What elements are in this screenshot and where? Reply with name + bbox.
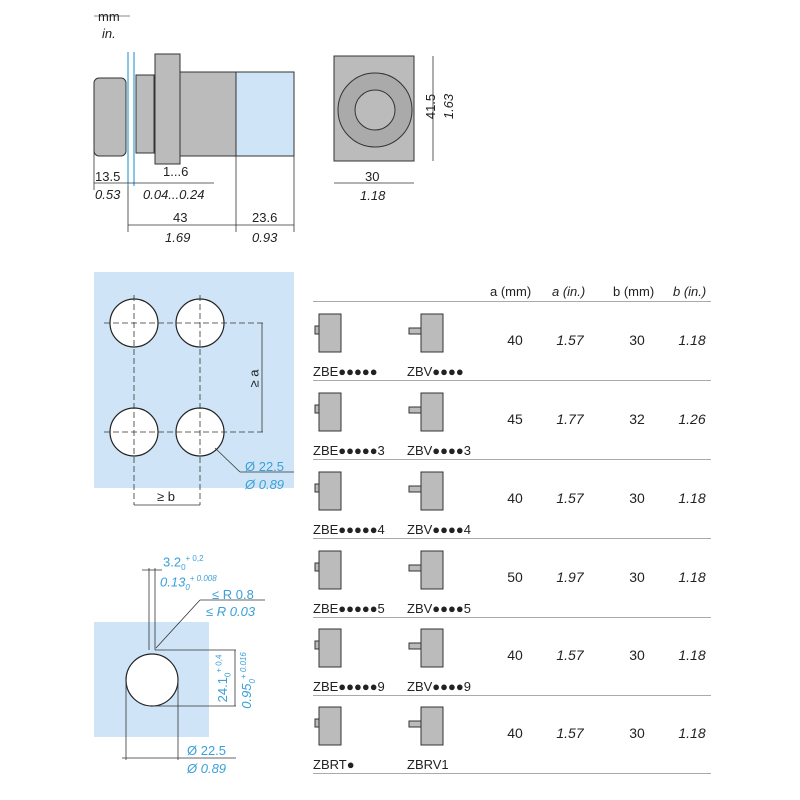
a-mm: 40 xyxy=(507,725,523,741)
header-a-in: a (in.) xyxy=(552,284,586,299)
unit-mm: mm xyxy=(98,9,120,24)
dim-label: 1.18 xyxy=(360,188,386,203)
a-mm: 40 xyxy=(507,490,523,506)
table-row: ZBE●●●●●3 ZBV●●●●3 45 1.77 32 1.26 xyxy=(313,381,711,460)
a-in: 1.97 xyxy=(556,569,584,585)
key-width-mm: 3.20+ 0,2 xyxy=(163,554,204,572)
left-ref: ZBE●●●●●3 xyxy=(313,443,385,458)
dim-label: 23.6 xyxy=(252,210,278,225)
height-mm: 24.10+ 0,4 xyxy=(214,654,233,703)
b-mm: 30 xyxy=(629,490,645,506)
dim-label: Ø 22.5 xyxy=(187,743,227,758)
contact-block-icon xyxy=(408,550,444,590)
front-view-drawing xyxy=(333,55,415,162)
height-in: 0.950+ 0.016 xyxy=(238,652,257,709)
contact-block-icon xyxy=(314,628,342,668)
left-ref: ZBE●●●●●9 xyxy=(313,679,385,694)
dim-label: 0.04...0.24 xyxy=(143,187,205,202)
a-mm: 45 xyxy=(507,411,523,427)
table-row: ZBE●●●●● ZBV●●●● 40 1.57 30 1.18 xyxy=(313,302,711,381)
dim-label: ≥ a xyxy=(246,369,262,388)
contact-block-icon xyxy=(408,392,444,432)
dim-label: 30 xyxy=(365,169,380,184)
b-in: 1.18 xyxy=(678,569,706,585)
a-in: 1.57 xyxy=(556,332,584,348)
left-ref: ZBE●●●●●4 xyxy=(313,522,385,537)
a-mm: 50 xyxy=(507,569,523,585)
a-mm: 40 xyxy=(507,332,523,348)
b-mm: 30 xyxy=(629,332,645,348)
contact-block-icon xyxy=(314,392,342,432)
dim-label: 0.53 xyxy=(95,187,121,202)
dim-label: 1.63 xyxy=(441,93,457,120)
contact-block-icon xyxy=(408,313,444,353)
dim-label: Ø 0.89 xyxy=(245,477,285,492)
a-mm: 40 xyxy=(507,647,523,663)
b-in: 1.18 xyxy=(678,332,706,348)
key-width-in: 0.130+ 0.008 xyxy=(160,574,217,592)
contact-block-icon xyxy=(314,706,342,746)
right-ref: ZBV●●●● xyxy=(407,364,464,379)
left-ref: ZBE●●●●● xyxy=(313,364,378,379)
side-view-drawing xyxy=(93,53,295,165)
left-ref: ZBRT● xyxy=(313,757,355,772)
unit-in: in. xyxy=(102,26,116,41)
b-in: 1.18 xyxy=(678,490,706,506)
table-row: ZBRT● ZBRV1 40 1.57 30 1.18 xyxy=(313,695,711,774)
right-ref: ZBV●●●●3 xyxy=(407,443,471,458)
b-mm: 30 xyxy=(629,647,645,663)
dim-label: ≥ b xyxy=(157,489,175,504)
b-mm: 32 xyxy=(629,411,645,427)
contact-block-icon xyxy=(314,313,342,353)
table-top-rule xyxy=(313,301,711,302)
right-ref: ZBRV1 xyxy=(407,757,449,772)
contact-block-icon xyxy=(408,471,444,511)
dim-label: Ø 0.89 xyxy=(187,761,227,776)
dim-label: 0.93 xyxy=(252,230,278,245)
dim-label: 1.69 xyxy=(165,230,191,245)
header-b-mm: b (mm) xyxy=(613,284,655,299)
left-ref: ZBE●●●●●5 xyxy=(313,601,385,616)
right-ref: ZBV●●●●5 xyxy=(407,601,471,616)
b-mm: 30 xyxy=(629,569,645,585)
a-in: 1.57 xyxy=(556,725,584,741)
b-in: 1.18 xyxy=(678,725,706,741)
dim-label: 1...6 xyxy=(163,164,189,179)
dim-label: 13.5 xyxy=(95,169,121,184)
dim-label: ≤ R 0.03 xyxy=(206,604,256,619)
right-ref: ZBV●●●●9 xyxy=(407,679,471,694)
b-in: 1.26 xyxy=(678,411,706,427)
contact-block-icon xyxy=(314,550,342,590)
right-ref: ZBV●●●●4 xyxy=(407,522,471,537)
dim-label: Ø 22.5 xyxy=(245,459,285,474)
contact-block-icon xyxy=(408,706,444,746)
a-in: 1.77 xyxy=(556,411,584,427)
dim-label: 41.5 xyxy=(423,93,439,120)
table-row: ZBE●●●●●5 ZBV●●●●5 50 1.97 30 1.18 xyxy=(313,539,711,618)
dim-label: ≤ R 0.8 xyxy=(212,587,254,602)
a-in: 1.57 xyxy=(556,647,584,663)
table-row: ZBE●●●●●4 ZBV●●●●4 40 1.57 30 1.18 xyxy=(313,460,711,539)
contact-block-icon xyxy=(314,471,342,511)
contact-block-icon xyxy=(408,628,444,668)
b-in: 1.18 xyxy=(678,647,706,663)
b-mm: 30 xyxy=(629,725,645,741)
header-b-in: b (in.) xyxy=(673,284,707,299)
header-a-mm: a (mm) xyxy=(490,284,532,299)
a-in: 1.57 xyxy=(556,490,584,506)
table-row: ZBE●●●●●9 ZBV●●●●9 40 1.57 30 1.18 xyxy=(313,617,711,696)
dim-label: 43 xyxy=(173,210,188,225)
